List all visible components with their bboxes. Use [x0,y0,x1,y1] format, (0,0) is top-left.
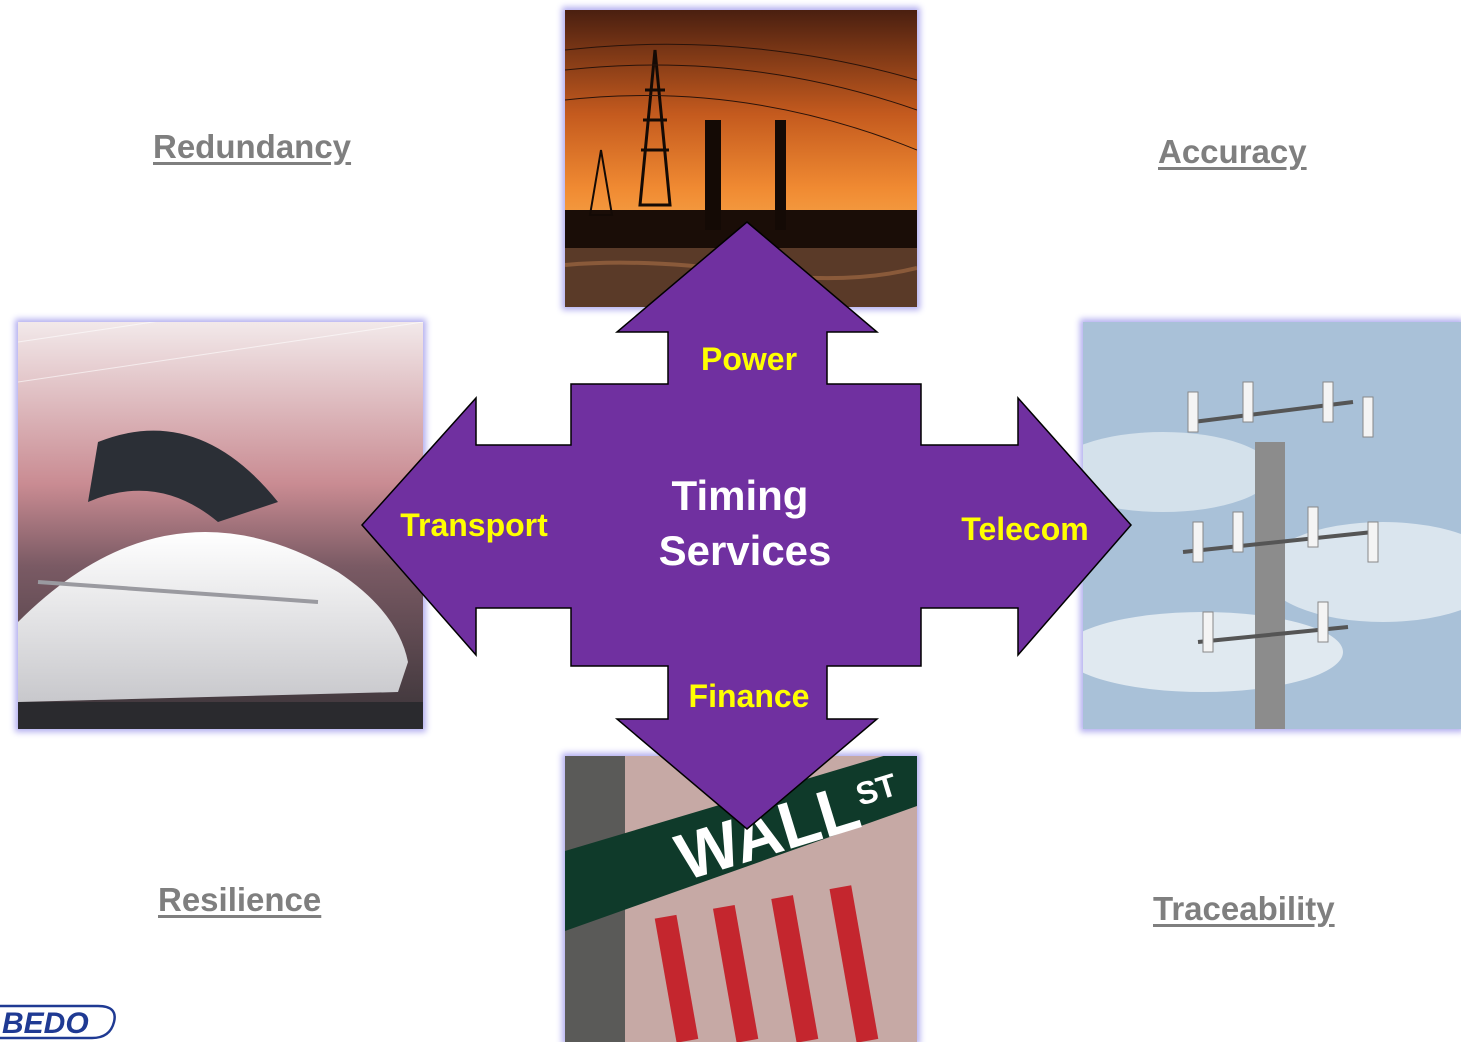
logo-text: BEDO [2,1007,89,1040]
redundancy-label: Redundancy [153,128,352,165]
power-label: Power [701,341,797,377]
cell-tower-photo [1083,322,1461,729]
transport-label: Transport [400,507,548,543]
train-photo [18,322,423,729]
finance-label: Finance [689,678,810,714]
services-label: Services [659,527,832,574]
four-way-arrow-shape [360,221,1132,830]
company-logo: BEDO [0,1004,116,1040]
timing-label: Timing [672,472,809,519]
telecom-label: Telecom [961,511,1088,547]
traceability-label: Traceability [1153,890,1335,927]
accuracy-label: Accuracy [1158,133,1307,170]
resilience-label: Resilience [158,881,322,918]
